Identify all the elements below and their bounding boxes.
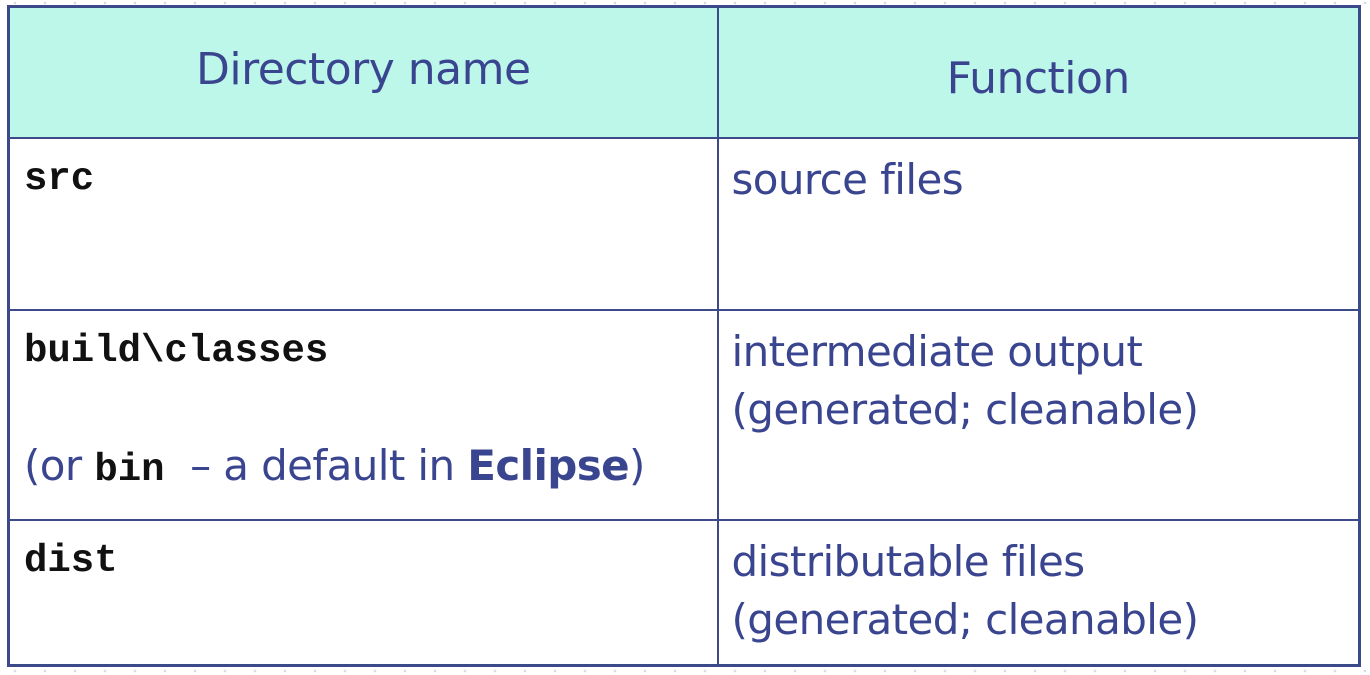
function-cell-src: source files <box>716 136 1361 311</box>
note-bold: Eclipse <box>467 440 630 490</box>
header-row: Directory name Function <box>7 5 1361 139</box>
function-line: (generated; cleanable) <box>731 594 1199 644</box>
note-mid: – a default in <box>190 440 455 490</box>
dir-cell-src: src <box>7 136 719 311</box>
table-row: src source files <box>7 136 1361 311</box>
dir-name: build\classes <box>24 328 329 373</box>
header-directory-name-text: Directory name <box>195 43 531 95</box>
dir-name: dist <box>24 538 118 583</box>
dir-cell-build: build\classes (or bin – a default in Ecl… <box>7 308 719 521</box>
table-row: build\classes (or bin – a default in Ecl… <box>7 308 1361 521</box>
function-text: intermediate output (generated; cleanable… <box>719 311 1359 439</box>
function-text: distributable files (generated; cleanable… <box>719 521 1359 649</box>
directory-table: Directory name Function src source files… <box>7 5 1361 667</box>
function-text: source files <box>719 139 1359 209</box>
header-function-text: Function <box>946 52 1131 104</box>
function-line: source files <box>731 154 964 204</box>
note-open: (or <box>24 440 82 490</box>
function-line: distributable files <box>731 536 1086 586</box>
function-line: intermediate output <box>731 326 1143 376</box>
function-cell-build: intermediate output (generated; cleanable… <box>716 308 1361 521</box>
dir-cell-dist: dist <box>7 518 719 667</box>
function-line: (generated; cleanable) <box>731 384 1199 434</box>
note-code: bin <box>94 447 165 492</box>
dir-name: src <box>24 156 95 201</box>
header-directory-name: Directory name <box>7 5 719 139</box>
dir-note: (or bin – a default in Eclipse) <box>10 373 717 495</box>
dotted-border-bottom <box>0 668 1370 674</box>
header-function: Function <box>716 5 1361 139</box>
function-cell-dist: distributable files (generated; cleanable… <box>716 518 1361 667</box>
note-close: ) <box>629 440 645 490</box>
table-row: dist distributable files (generated; clea… <box>7 518 1361 667</box>
dotted-border-top <box>0 0 1370 6</box>
